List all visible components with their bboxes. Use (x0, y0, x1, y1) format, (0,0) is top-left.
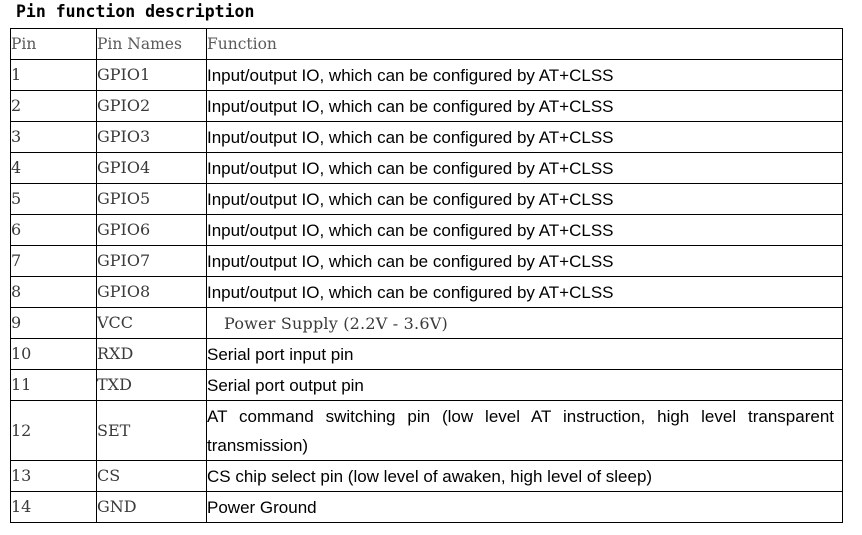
cell-function-description: Power Ground (206, 491, 843, 523)
cell-function-description: Input/output IO, which can be configured… (206, 214, 843, 246)
cell-pin-number: 12 (10, 400, 97, 461)
cell-function-description: Power Supply (2.2V - 3.6V) (206, 307, 843, 339)
cell-pin-name: GPIO7 (96, 245, 207, 277)
cell-function-description: AT command switching pin (low level AT i… (206, 400, 843, 461)
cell-pin-name: GPIO4 (96, 152, 207, 184)
cell-pin-name: GPIO2 (96, 90, 207, 122)
cell-pin-name: GPIO8 (96, 276, 207, 308)
cell-pin-number: 3 (10, 121, 97, 153)
cell-pin-number: 2 (10, 90, 97, 122)
cell-pin-number: 11 (10, 369, 97, 401)
cell-pin-number: 5 (10, 183, 97, 215)
cell-pin-number: 1 (10, 59, 97, 91)
table-header: Pin Pin Names Function (10, 28, 843, 60)
cell-pin-name: GPIO1 (96, 59, 207, 91)
cell-pin-name: TXD (96, 369, 207, 401)
cell-pin-number: 7 (10, 245, 97, 277)
cell-pin-number: 10 (10, 338, 97, 370)
cell-pin-number: 13 (10, 460, 97, 492)
cell-function-description: Input/output IO, which can be configured… (206, 121, 843, 153)
cell-function-description: Serial port input pin (206, 338, 843, 370)
cell-function-description: Input/output IO, which can be configured… (206, 183, 843, 215)
cell-pin-number: 6 (10, 214, 97, 246)
column-header-function: Function (206, 28, 843, 60)
cell-function-description: CS chip select pin (low level of awaken,… (206, 460, 843, 492)
cell-pin-number: 4 (10, 152, 97, 184)
cell-pin-number: 8 (10, 276, 97, 308)
cell-function-description: Input/output IO, which can be configured… (206, 90, 843, 122)
table-header-row: Pin Pin Names Function (10, 28, 843, 60)
cell-pin-name: GND (96, 491, 207, 523)
cell-pin-name: VCC (96, 307, 207, 339)
cell-function-description: Input/output IO, which can be configured… (206, 152, 843, 184)
page-title: Pin function description (16, 2, 255, 21)
cell-pin-name: RXD (96, 338, 207, 370)
cell-pin-number: 14 (10, 491, 97, 523)
cell-pin-name: CS (96, 460, 207, 492)
cell-function-description: Input/output IO, which can be configured… (206, 276, 843, 308)
cell-function-description: Input/output IO, which can be configured… (206, 245, 843, 277)
cell-pin-name: GPIO3 (96, 121, 207, 153)
column-header-pin: Pin (10, 28, 97, 60)
cell-pin-name: SET (96, 400, 207, 461)
cell-function-description: Serial port output pin (206, 369, 843, 401)
cell-function-description: Input/output IO, which can be configured… (206, 59, 843, 91)
column-header-pin-names: Pin Names (96, 28, 207, 60)
cell-pin-number: 9 (10, 307, 97, 339)
cell-pin-name: GPIO5 (96, 183, 207, 215)
cell-pin-name: GPIO6 (96, 214, 207, 246)
